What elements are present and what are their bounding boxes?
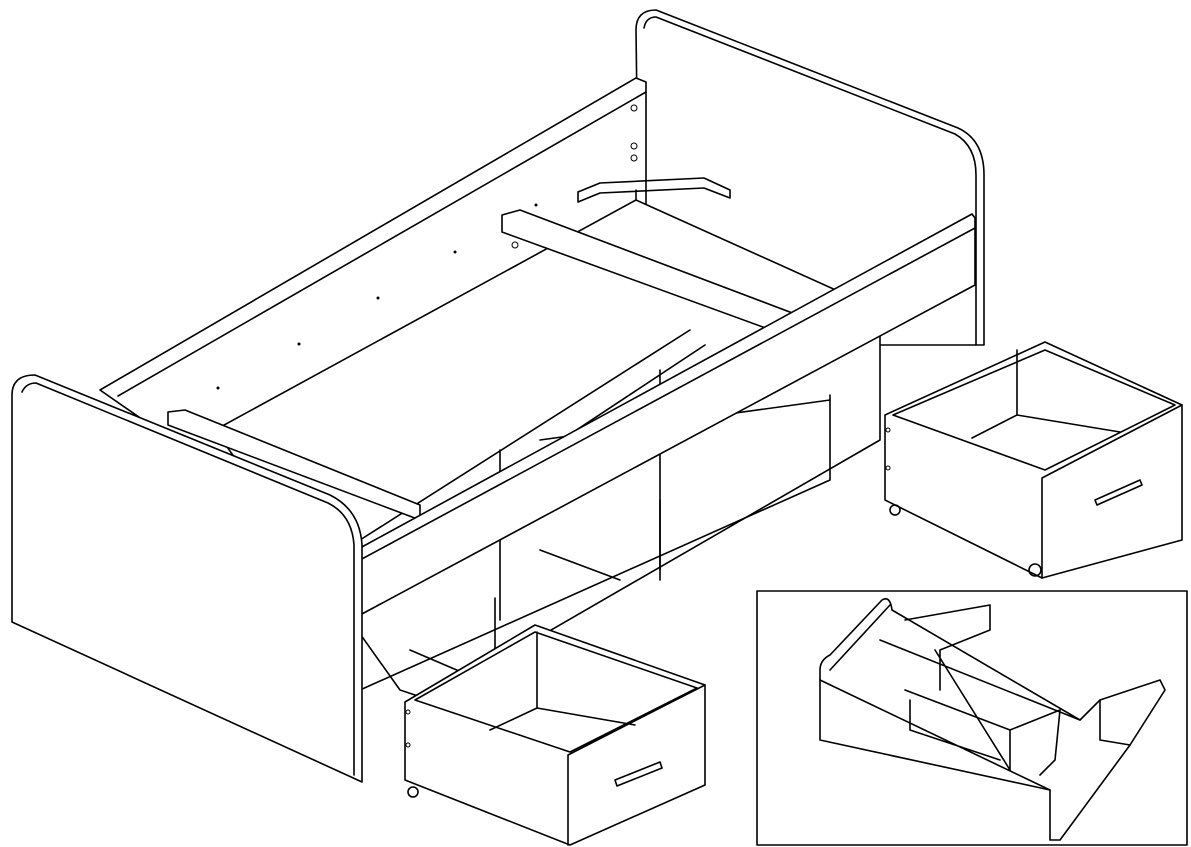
left-footboard bbox=[11, 374, 363, 783]
inset-assembly-view bbox=[756, 590, 1188, 846]
under-shelf bbox=[359, 394, 831, 691]
drawer-right bbox=[884, 341, 1183, 579]
drawer-bottom bbox=[404, 624, 706, 846]
